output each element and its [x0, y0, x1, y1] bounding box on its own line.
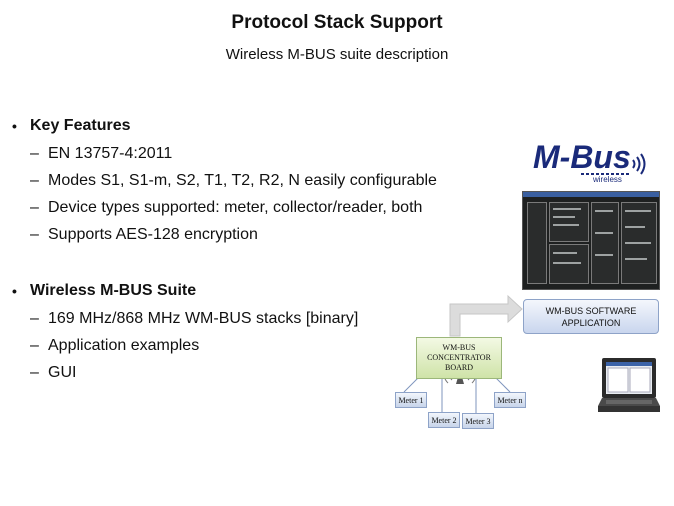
logo-main-text: M-Bus: [533, 139, 631, 175]
meter-2-box: Meter 2: [428, 412, 460, 428]
meter-1-box: Meter 1: [395, 392, 427, 408]
key-features-section: • Key Features –EN 13757-4:2011 –Modes S…: [12, 115, 437, 248]
meter-n-box: Meter n: [494, 392, 526, 408]
dash-icon: –: [30, 171, 39, 189]
bullet-icon: •: [12, 283, 17, 299]
dash-icon: –: [30, 336, 39, 354]
bullet-icon: •: [12, 118, 17, 134]
wmbus-suite-section: • Wireless M-BUS Suite –169 MHz/868 MHz …: [12, 280, 358, 386]
list-item: –169 MHz/868 MHz WM-BUS stacks [binary]: [30, 309, 359, 327]
meter-3-box: Meter 3: [462, 413, 494, 429]
concentrator-board-box: WM-BUS CONCENTRATOR BOARD: [416, 337, 502, 379]
logo-sub-text: wireless: [592, 175, 622, 184]
dash-icon: –: [30, 198, 39, 216]
section-heading: Key Features: [30, 117, 131, 134]
list-item: –Application examples: [30, 336, 200, 354]
list-item: –GUI: [30, 363, 77, 381]
dash-icon: –: [30, 309, 39, 327]
section-heading: Wireless M-BUS Suite: [30, 282, 197, 299]
software-gui-screenshot: [522, 191, 660, 290]
list-item: –Modes S1, S1-m, S2, T1, T2, R2, N easil…: [30, 171, 437, 189]
list-item: –Device types supported: meter, collecto…: [30, 198, 423, 216]
dash-icon: –: [30, 363, 39, 381]
software-application-box: WM-BUS SOFTWARE APPLICATION: [523, 299, 659, 334]
signal-waves-icon: [632, 153, 646, 175]
slide-title: Protocol Stack Support: [231, 12, 443, 33]
dash-icon: –: [30, 225, 39, 243]
laptop-icon: [598, 358, 660, 412]
mbus-wireless-logo: M-Bus wireless: [533, 139, 646, 184]
list-item: –Supports AES-128 encryption: [30, 225, 258, 243]
list-item: –EN 13757-4:2011: [30, 144, 173, 162]
dash-icon: –: [30, 144, 39, 162]
arrow-icon: [449, 294, 523, 337]
slide-subtitle: Wireless M-BUS suite description: [225, 46, 449, 63]
